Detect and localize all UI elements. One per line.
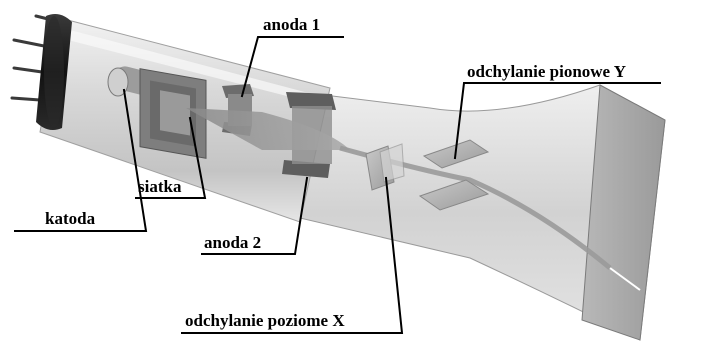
label-siatka: siatka <box>138 177 182 196</box>
label-anoda-1: anoda 1 <box>263 15 320 34</box>
label-odchylanie-poziome: odchylanie poziome X <box>185 311 345 330</box>
label-anoda-2: anoda 2 <box>204 233 261 252</box>
label-katoda: katoda <box>45 209 96 228</box>
label-odchylanie-pionowe: odchylanie pionowe Y <box>467 62 626 81</box>
tube-socket <box>12 14 72 130</box>
